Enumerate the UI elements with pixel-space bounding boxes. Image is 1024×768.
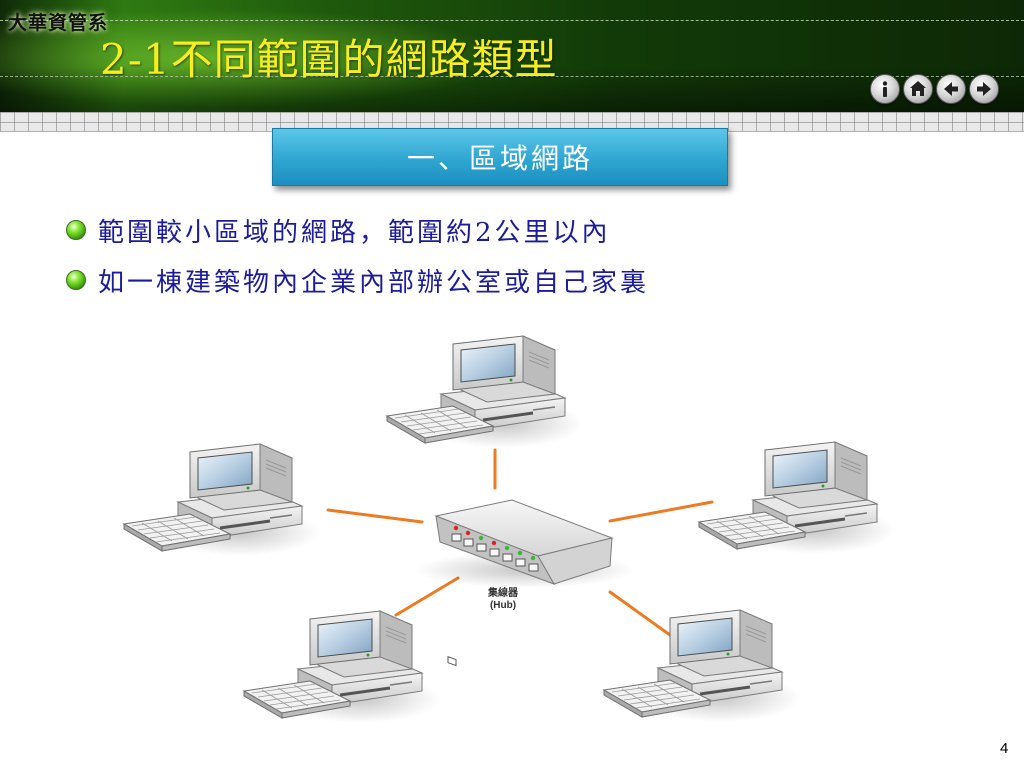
hub-label-name: 集線器 (488, 588, 518, 599)
lan-diagram-svg (122, 334, 897, 725)
home-icon (910, 81, 926, 96)
back-arrow-icon (944, 82, 958, 96)
bullet-item: 如一棟建築物內企業內部辦公室或自己家裏 (66, 258, 649, 302)
bullet-text: 範圍較小區域的網路，範圍約2公里以內 (98, 217, 611, 248)
green-bullet-icon (66, 220, 86, 240)
hub-ports (451, 533, 539, 572)
section-heading-box: 一、區域網路 (272, 128, 728, 186)
hub-label-english: (Hub) (489, 600, 517, 611)
computer-icon (602, 608, 802, 724)
computer-icon (385, 334, 585, 450)
back-button[interactable] (936, 74, 966, 104)
info-button[interactable] (870, 74, 900, 104)
link-left (326, 508, 424, 524)
page-number: 4 (1000, 740, 1009, 757)
section-heading: 一、區域網路 (406, 142, 593, 175)
nav-buttons (870, 74, 999, 104)
forward-button[interactable] (969, 74, 999, 104)
bullet-text: 如一棟建築物內企業內部辦公室或自己家裏 (98, 267, 650, 298)
computer-icon (697, 440, 897, 556)
bullet-list: 範圍較小區域的網路，範圍約2公里以內 如一棟建築物內企業內部辦公室或自己家裏 (66, 208, 649, 308)
hub-icon (415, 499, 635, 667)
green-bullet-icon (66, 270, 86, 290)
slide-title: 2-1不同範圍的網路類型 (100, 35, 558, 84)
lan-diagram: 集線器 (Hub) (100, 320, 920, 740)
computer-icon (242, 609, 442, 725)
header-dashed-line-top (0, 20, 1024, 21)
link-bottom-left (394, 576, 460, 617)
info-icon (882, 81, 888, 97)
network-links (326, 448, 714, 637)
home-button[interactable] (903, 74, 933, 104)
link-bottom-right (608, 590, 672, 637)
header-banner (0, 0, 1024, 112)
computer-icon (122, 442, 322, 558)
hub-leds (453, 525, 536, 561)
bullet-item: 範圍較小區域的網路，範圍約2公里以內 (66, 208, 649, 252)
hub-label: 集線器 (Hub) (488, 588, 518, 612)
forward-arrow-icon (977, 82, 991, 96)
department-label: 大華資管系 (8, 12, 109, 34)
link-right (608, 500, 714, 523)
